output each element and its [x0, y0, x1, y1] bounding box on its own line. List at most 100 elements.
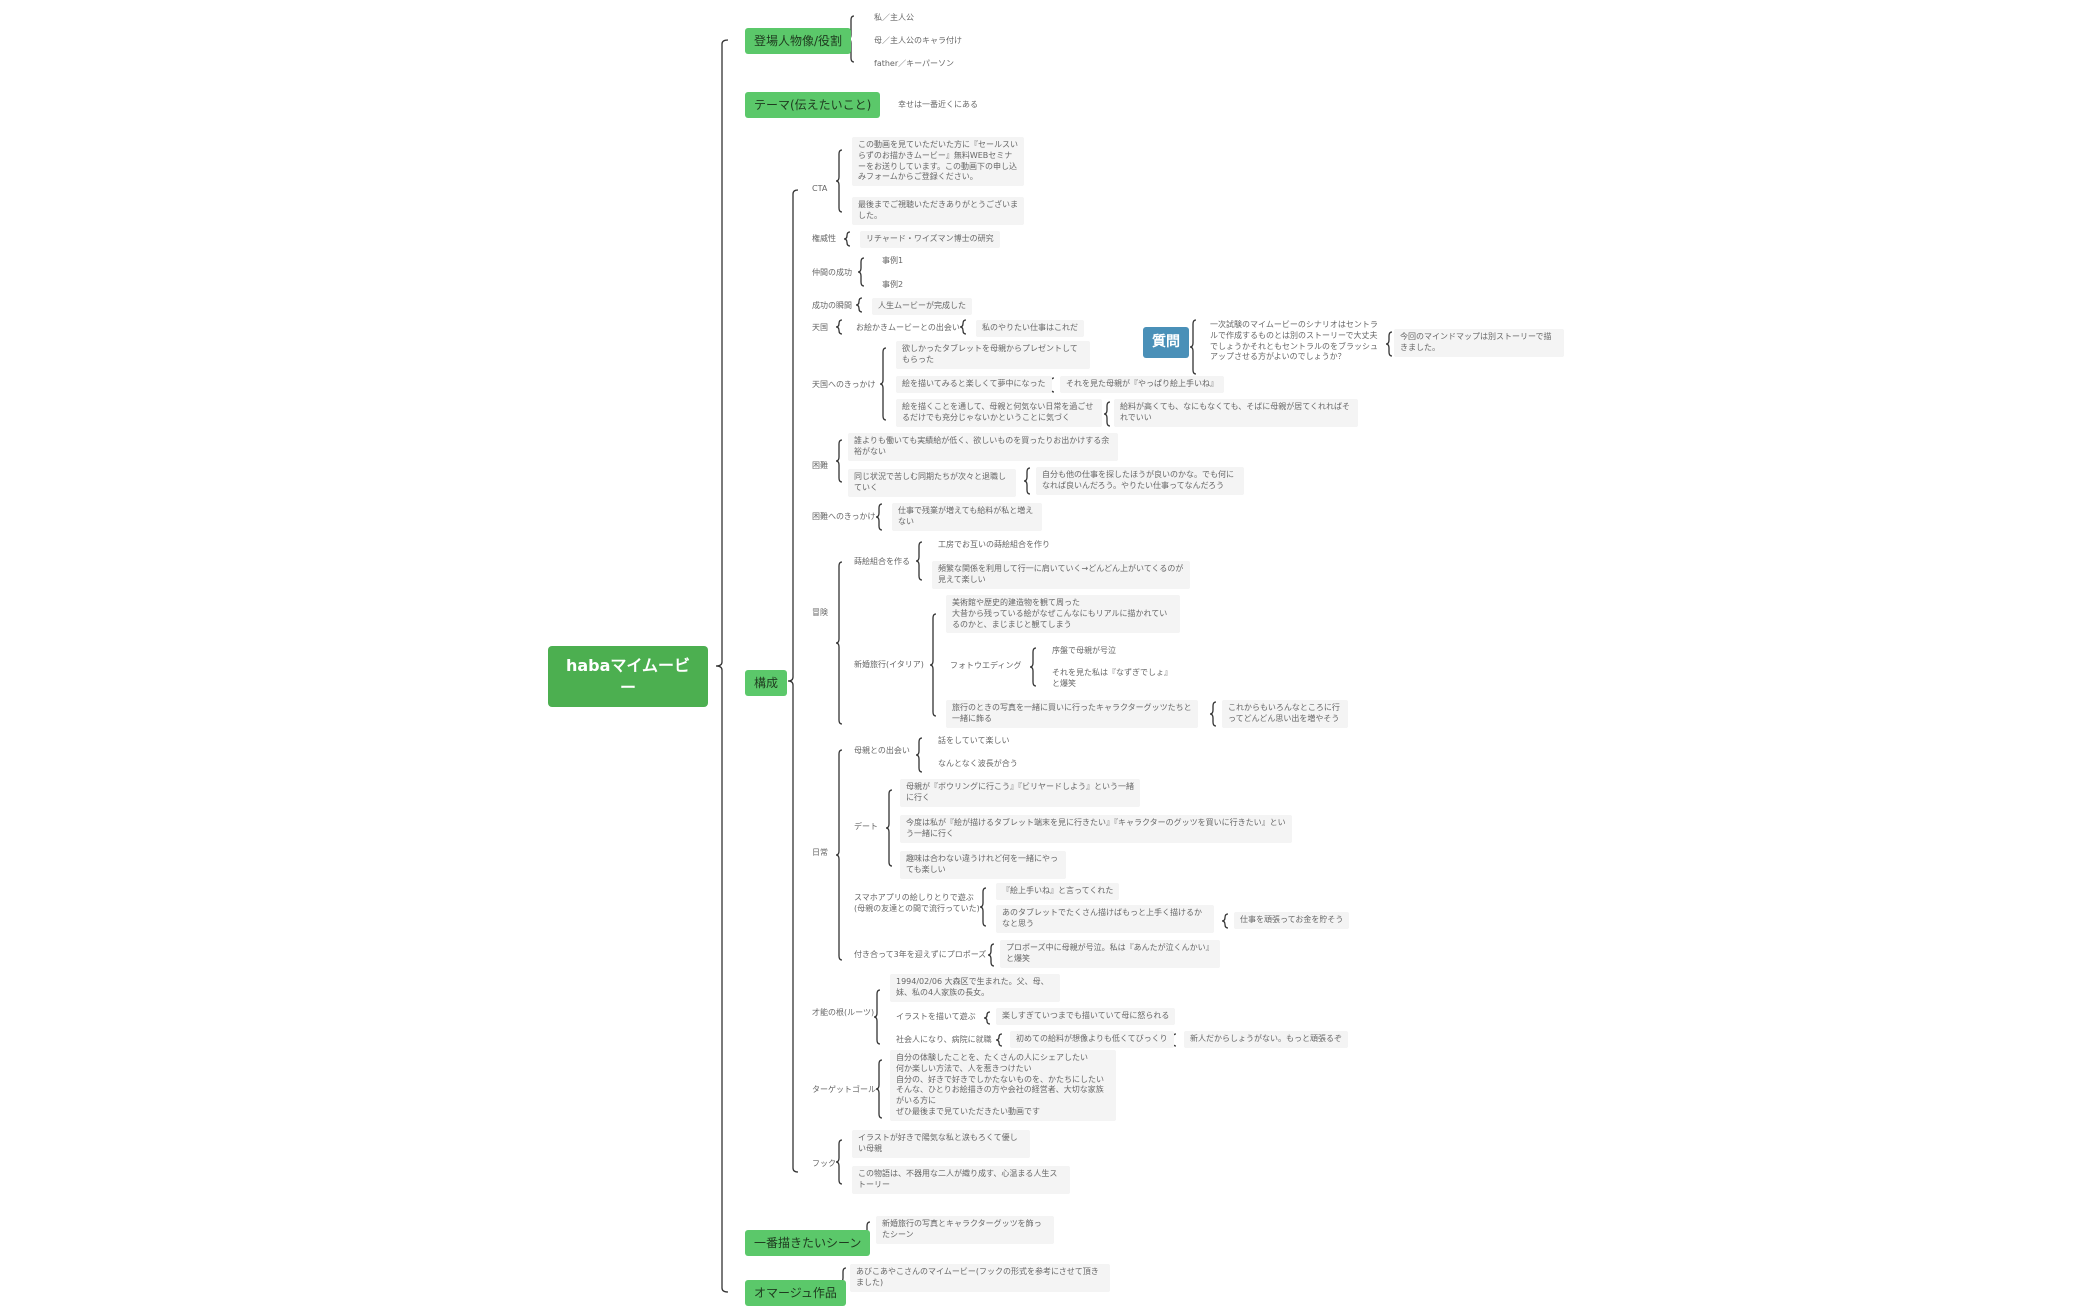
connector-brace [873, 989, 881, 1045]
branch-to-heaven[interactable]: 天国へのきっかけ [812, 380, 876, 389]
connector-brace [1221, 913, 1229, 929]
topic-theme[interactable]: テーマ(伝えたいこと) [745, 92, 881, 119]
list-item[interactable]: 美術館や歴史的建造物を観て周った 大昔から残っている絵がなぜこんなにもリアルに描… [946, 595, 1180, 634]
connector-brace [855, 297, 863, 313]
list-item[interactable]: 今度は私が『絵が描けるタブレット端末を見に行きたい』『キャラクターのグッツを買い… [900, 815, 1292, 843]
connector-brace [875, 1059, 883, 1119]
list-item[interactable]: father／キーパーソン [874, 59, 955, 68]
list-item[interactable]: 最後までご視聴いただきありがとうございました。 [852, 197, 1024, 225]
list-item[interactable]: 事例1 [882, 256, 904, 265]
list-item[interactable]: この動画を見ていただいた方に『セールスいらずのお描かきムービー』無料WEBセミナ… [852, 137, 1024, 187]
list-item[interactable]: あのタブレットでたくさん描けばもっと上手く描けるかなと思う [996, 905, 1214, 933]
connector-brace [987, 943, 995, 967]
topic-structure[interactable]: 構成 [745, 670, 788, 697]
list-item[interactable]: 同じ状況で苦しむ同期たちが次々と退職していく [848, 469, 1016, 497]
question-tag[interactable]: 質問 [1143, 327, 1189, 358]
connector-brace [983, 1011, 991, 1025]
list-item[interactable]: 母／主人公のキャラ付け [874, 36, 962, 45]
list-item[interactable]: 旅行のときの写真を一緒に買いに行ったキャラクターグッツたちと一緒に飾る [946, 700, 1198, 728]
list-item[interactable]: 事例2 [882, 280, 904, 289]
list-item[interactable]: 給料が高くても、なにもなくても、そばに母親が居てくれればそれでいい [1114, 399, 1358, 427]
connector-brace [835, 749, 843, 961]
list-item[interactable]: 『絵上手いね』と言ってくれた [996, 883, 1120, 900]
connector-brace [835, 319, 843, 335]
connector-brace [835, 1139, 843, 1185]
connector-brace [1189, 319, 1197, 375]
list-item[interactable]: それを見た母親が『やっぱり絵上手いね』 [1060, 376, 1224, 393]
connector-brace [835, 149, 843, 213]
list-item[interactable]: 幸せは一番近くにある [898, 100, 978, 109]
connector-brace [857, 257, 865, 287]
list-item[interactable]: この物語は、不器用な二人が織り成す、心温まる人生ストーリー [852, 1166, 1070, 1194]
branch-daily[interactable]: 日常 [812, 848, 828, 857]
branch-adventure[interactable]: 冒険 [812, 608, 828, 617]
list-item[interactable]: 自分の体験したことを、たくさんの人にシェアしたい 何か楽しい方法で、人を惹きつけ… [890, 1050, 1116, 1121]
list-item[interactable]: 仕事を頑張ってお金を貯そう [1234, 912, 1350, 929]
list-item[interactable]: 話をしていて楽しい [938, 736, 1010, 745]
list-item[interactable]: あびこあやこさんのマイムービー(フックの形式を参考にさせて頂きました) [850, 1264, 1110, 1292]
connector-brace [843, 231, 851, 247]
list-item[interactable]: 私／主人公 [874, 13, 914, 22]
topic-homage[interactable]: オマージュ作品 [745, 1280, 846, 1306]
branch-cta[interactable]: CTA [812, 184, 828, 193]
list-item[interactable]: 社会人になり、病院に就職 [896, 1035, 992, 1044]
list-item[interactable]: 人生ムービーが完成した [872, 298, 972, 315]
list-item[interactable]: 趣味は合わない違うけれど何を一緒にやっても楽しい [900, 851, 1066, 879]
adventure-sub-honeymoon[interactable]: 新婚旅行(イタリア) [854, 660, 924, 669]
list-item[interactable]: 1994/02/06 大森区で生まれた。父、母、妹、私の4人家族の長女。 [890, 974, 1060, 1002]
honeymoon-photo-wedding[interactable]: フォトウエディング [950, 661, 1022, 670]
list-item[interactable]: 楽しすぎていつまでも描いていて母に怒られる [996, 1008, 1176, 1025]
list-item[interactable]: 仕事で残業が増えても給料が私と増えない [892, 503, 1042, 531]
daily-sub-propose[interactable]: 付き合って3年を迎えずにプロポーズ [854, 950, 987, 959]
list-item[interactable]: イラストを描いて遊ぶ [896, 1012, 976, 1021]
list-item[interactable]: 誰よりも働いても実績給が低く、欲しいものを買ったりお出かけする余裕がない [848, 433, 1118, 461]
list-item[interactable]: 私のやりたい仕事はこれだ [976, 320, 1084, 337]
branch-origin[interactable]: 才能の根(ルーツ) [812, 1008, 875, 1017]
branch-target-goal[interactable]: ターゲットゴール [812, 1085, 876, 1094]
branch-hell[interactable]: 困難 [812, 461, 828, 470]
connector-brace [1029, 647, 1037, 687]
daily-sub-date[interactable]: デート [854, 822, 878, 831]
list-item[interactable]: イラストが好きで陽気な私と涙もろくて優しい母親 [852, 1130, 1030, 1158]
question-text[interactable]: 一次試験のマイムービーのシナリオはセントラルで作成するものとは別のストーリーで大… [1210, 320, 1378, 362]
list-item[interactable]: それを見た私は『なずぎでしょ』と爆笑 [1052, 668, 1172, 688]
connector-brace [929, 613, 937, 717]
heaven-sub[interactable]: お絵かきムービーとの出会い [856, 323, 960, 332]
list-item[interactable]: 新婚旅行の写真とキャラクターグッツを飾ったシーン [876, 1216, 1054, 1244]
daily-sub-meet[interactable]: 母親との出会い [854, 746, 910, 755]
branch-hook[interactable]: フック [812, 1159, 836, 1168]
connector-brace [835, 561, 843, 725]
list-item[interactable]: 絵を描いてみると楽しくて夢中になった [896, 376, 1052, 393]
branch-to-hell[interactable]: 困難へのきっかけ [812, 512, 876, 521]
list-item[interactable]: 序盤で母親が号泣 [1052, 646, 1116, 655]
list-item[interactable]: 新人だからしょうがない。もっと頑張るぞ [1184, 1031, 1348, 1048]
connector-brace [875, 503, 883, 531]
daily-sub-app[interactable]: スマホアプリの絵しりとりで遊ぶ (母親の友達との間で流行っていた) [854, 893, 980, 913]
branch-success[interactable]: 成功の瞬間 [812, 301, 852, 310]
root-node[interactable]: habaマイムービー [548, 646, 708, 708]
list-item[interactable]: プロポーズ中に母親が号泣。私は『あんたが泣くんかい』と爆笑 [1000, 940, 1220, 968]
list-item[interactable]: なんとなく波長が合う [938, 759, 1018, 768]
list-item[interactable]: 工房でお互いの蒔絵組合を作り [938, 540, 1050, 549]
connector-brace [1103, 401, 1111, 427]
branch-authority[interactable]: 権威性 [812, 234, 836, 243]
list-item[interactable]: 絵を描くことを通して、母親と何気ない日常を過ごせるだけでも充分じゃないかというこ… [896, 399, 1102, 427]
connector-brace [787, 189, 799, 1173]
list-item[interactable]: リチャード・ワイズマン博士の研究 [860, 231, 1000, 248]
adventure-sub-guild[interactable]: 蒔絵組合を作る [854, 557, 910, 566]
topic-best-scene[interactable]: 一番描きたいシーン [745, 1230, 871, 1257]
list-item[interactable]: 自分も他の仕事を探したほうが良いのかな。でも何になれば良いんだろう。やりたい仕事… [1036, 467, 1244, 495]
connector-brace [835, 439, 843, 483]
list-item[interactable]: 母親が『ボウリングに行こう』『ビリヤードしよう』という一緒に行く [900, 779, 1140, 807]
connector-brace [879, 347, 887, 421]
connector-brace [885, 789, 893, 867]
connector-brace [959, 319, 967, 335]
question-note[interactable]: 今回のマインドマップは別ストーリーで描きました。 [1394, 329, 1564, 357]
list-item[interactable]: これからもいろんなところに行ってどんどん思い出を増やそう [1222, 700, 1348, 728]
branch-peer-success[interactable]: 仲間の成功 [812, 268, 852, 277]
list-item[interactable]: 頻繁な関係を利用して行一に肩いていく→どんどん上がいてくるのが見えて楽しい [932, 561, 1190, 589]
list-item[interactable]: 欲しかったタブレットを母親からプレゼントしてもらった [896, 341, 1090, 369]
list-item[interactable]: 初めての給料が想像よりも低くてびっくり [1010, 1031, 1174, 1048]
topic-characters[interactable]: 登場人物像/役割 [745, 28, 852, 55]
branch-heaven[interactable]: 天国 [812, 323, 828, 332]
